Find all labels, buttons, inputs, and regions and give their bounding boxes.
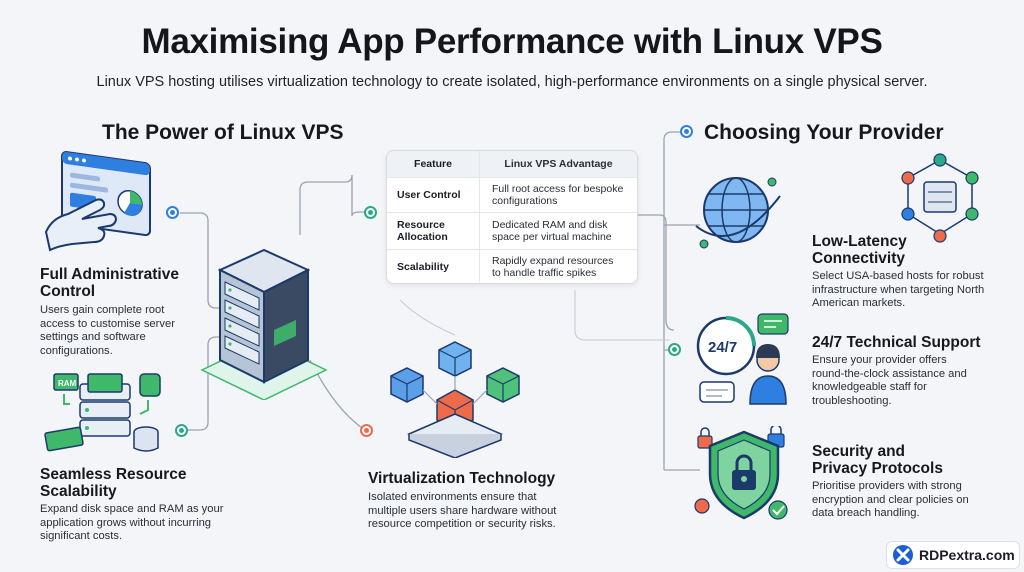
support-connector-dot [668, 343, 681, 356]
ram-chip-label: RAM [58, 379, 77, 388]
globe-icon [695, 177, 781, 249]
right-section-heading: Choosing Your Provider [704, 121, 944, 144]
connector-table [299, 174, 366, 235]
server-tower-icon [200, 248, 328, 400]
security-body: Prioritise providers with strong encrypt… [812, 480, 969, 520]
logo-mark-icon [893, 545, 913, 565]
connector-faint-2 [399, 299, 456, 336]
resource-scalability-body: Expand disk space and RAM as your applic… [40, 503, 224, 543]
virtualization-connector-dot [360, 424, 373, 437]
table-header-feature: Feature [414, 157, 452, 170]
connector-resource [182, 336, 232, 431]
resource-connector-dot [175, 424, 188, 437]
left-section-heading: The Power of Linux VPS [102, 121, 344, 144]
table-cell-feature: User Control [397, 188, 461, 201]
support-heading: 24/7 Technical Support [812, 334, 981, 351]
admin-control-heading: Full Administrative Control [40, 266, 179, 300]
connector-admin [180, 212, 232, 309]
rdpextra-logo[interactable]: RDPextra.com [886, 541, 1020, 569]
page-title: Maximising App Performance with Linux VP… [141, 22, 883, 61]
virtualization-cubes-icon [390, 341, 520, 458]
virtualization-heading: Virtualization Technology [368, 470, 556, 487]
low-latency-heading: Low-Latency Connectivity [812, 233, 907, 267]
table-header-advantage: Linux VPS Advantage [479, 151, 637, 177]
security-shield-icon [694, 426, 788, 520]
resource-scalability-heading: Seamless Resource Scalability [40, 466, 187, 500]
provider-heading-dot [680, 125, 693, 138]
table-cell-feature: Scalability [397, 260, 449, 273]
network-nodes-icon [901, 153, 979, 243]
security-heading: Security and Privacy Protocols [812, 443, 943, 477]
connector-faint-1 [574, 290, 670, 341]
table-header-row: Feature Linux VPS Advantage [387, 151, 637, 178]
page-subtitle: Linux VPS hosting utilises virtualizatio… [96, 74, 928, 90]
table-row: User Control Full root access for bespok… [387, 178, 637, 213]
connector-provider [663, 131, 686, 470]
advantage-table: Feature Linux VPS Advantage User Control… [386, 150, 638, 284]
table-connector-dot [364, 206, 377, 219]
logo-text: RDPextra.com [919, 547, 1015, 563]
low-latency-body: Select USA-based hosts for robust infras… [812, 270, 985, 310]
browser-touch-icon [44, 151, 151, 252]
virtualization-body: Isolated environments ensure that multip… [368, 491, 557, 531]
connector-table-right [638, 214, 675, 331]
admin-control-body: Users gain complete root access to custo… [40, 304, 175, 357]
admin-connector-dot [166, 206, 179, 219]
support-body: Ensure your provider offers round-the-cl… [812, 354, 967, 407]
clock-label: 24/7 [708, 339, 737, 356]
support-clock-headset-icon: 24/7 [696, 313, 789, 405]
server-stack-ram-icon: RAM [44, 373, 161, 452]
